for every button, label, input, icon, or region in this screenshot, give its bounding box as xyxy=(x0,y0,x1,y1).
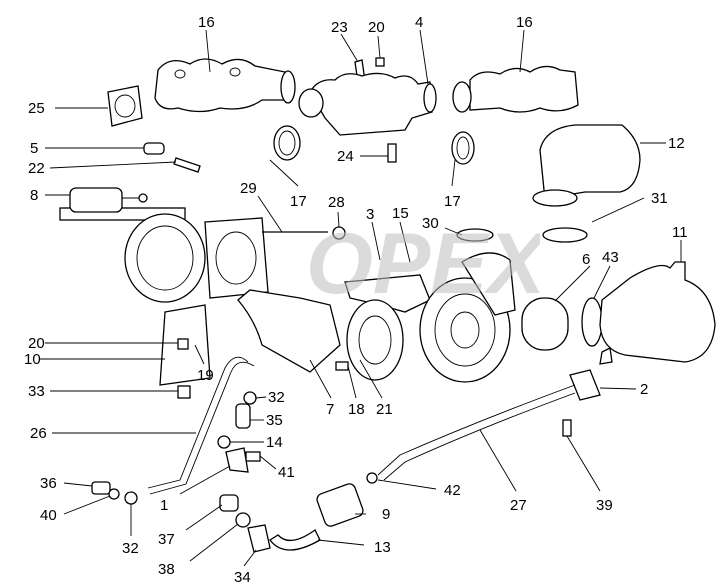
fitting-14 xyxy=(217,435,231,449)
intake-pipe-11 xyxy=(599,261,716,363)
heat-shield-7 xyxy=(237,289,341,373)
callout-32-top: 32 xyxy=(268,389,285,406)
sleeve-24 xyxy=(387,143,397,163)
callout-41: 41 xyxy=(278,464,295,481)
hose-13 xyxy=(269,529,321,551)
compressor-housing xyxy=(419,252,516,383)
bolt-21 xyxy=(335,361,349,371)
callout-16-left: 16 xyxy=(198,14,215,31)
clamp-31 xyxy=(542,227,588,243)
callout-8: 8 xyxy=(30,187,38,204)
bolt-22 xyxy=(173,157,201,173)
callout-25: 25 xyxy=(28,100,45,117)
callout-10: 10 xyxy=(24,351,41,368)
exhaust-manifold-right xyxy=(452,65,579,113)
leader-lines xyxy=(40,29,682,567)
fitting-37 xyxy=(219,494,239,512)
flange-plate-29 xyxy=(204,217,269,299)
callout-15: 15 xyxy=(392,205,409,222)
seal-ring-17-right xyxy=(451,131,475,165)
callout-7: 7 xyxy=(326,401,334,418)
turbine-housing xyxy=(344,274,431,381)
callout-labels: 16 23 20 4 16 25 5 22 12 24 8 29 17 28 3… xyxy=(24,14,688,586)
callout-11: 11 xyxy=(672,224,688,241)
callout-18: 18 xyxy=(348,401,365,418)
exhaust-manifold-left xyxy=(154,58,296,113)
callout-37: 37 xyxy=(158,531,175,548)
callout-42: 42 xyxy=(444,482,461,499)
callout-23: 23 xyxy=(331,19,348,36)
callout-22: 22 xyxy=(28,160,45,177)
hose-9 xyxy=(316,483,364,527)
callout-19: 19 xyxy=(197,367,214,384)
callout-31: 31 xyxy=(651,190,668,207)
sleeve-5 xyxy=(143,142,165,155)
callout-43: 43 xyxy=(602,249,619,266)
callout-32-bottom: 32 xyxy=(122,540,139,557)
nut-32-bottom xyxy=(124,491,138,505)
callout-1: 1 xyxy=(160,497,168,514)
callout-34: 34 xyxy=(234,569,251,586)
callout-17-left: 17 xyxy=(290,193,307,210)
ring-38 xyxy=(235,512,251,528)
callout-5: 5 xyxy=(30,140,38,157)
clamp-42 xyxy=(366,472,378,484)
seal-ring-17-left xyxy=(273,125,301,161)
fitting-32-top xyxy=(243,391,257,405)
exhaust-manifold-center xyxy=(298,72,437,136)
gasket-25 xyxy=(107,85,143,127)
clip-1 xyxy=(225,447,249,473)
callout-35: 35 xyxy=(266,412,283,429)
callout-17-right: 17 xyxy=(444,193,461,210)
fitting-35 xyxy=(235,403,251,429)
bolt-41 xyxy=(245,451,261,462)
callout-39: 39 xyxy=(596,497,613,514)
callout-30: 30 xyxy=(422,215,439,232)
callout-27: 27 xyxy=(510,497,527,514)
callout-2: 2 xyxy=(640,381,648,398)
feed-pipe-26 xyxy=(147,356,249,489)
callout-20-left: 20 xyxy=(28,335,45,352)
callout-29: 29 xyxy=(240,180,257,197)
callout-21: 21 xyxy=(376,401,393,418)
callout-40: 40 xyxy=(40,507,57,524)
callout-33: 33 xyxy=(28,383,45,400)
part-drawings xyxy=(59,57,716,553)
callout-13: 13 xyxy=(374,539,391,556)
callout-24: 24 xyxy=(337,148,354,165)
bolt-39 xyxy=(562,419,572,437)
hose-6 xyxy=(521,297,569,351)
callout-6: 6 xyxy=(582,251,590,268)
callout-36: 36 xyxy=(40,475,57,492)
callout-4: 4 xyxy=(415,14,423,31)
return-pipe-27 xyxy=(377,384,576,476)
callout-28: 28 xyxy=(328,194,345,211)
nut-28 xyxy=(332,226,346,240)
elbow-pipe-12 xyxy=(539,124,641,201)
stud-20-top xyxy=(375,57,385,67)
callout-26: 26 xyxy=(30,425,47,442)
ring-43 xyxy=(581,297,603,347)
nut-34 xyxy=(247,524,271,553)
callout-14: 14 xyxy=(266,434,283,451)
callout-9: 9 xyxy=(382,506,390,523)
washer-40 xyxy=(108,488,120,500)
callout-16-right: 16 xyxy=(516,14,533,31)
gasket-30 xyxy=(456,228,494,242)
bolt-20-left xyxy=(177,338,189,350)
bolt-33 xyxy=(177,385,191,399)
fitting-36 xyxy=(91,481,111,495)
callout-12: 12 xyxy=(668,135,685,152)
callout-20-top: 20 xyxy=(368,19,385,36)
callout-38: 38 xyxy=(158,561,175,578)
flange-2 xyxy=(569,369,601,401)
callout-3: 3 xyxy=(366,206,374,223)
